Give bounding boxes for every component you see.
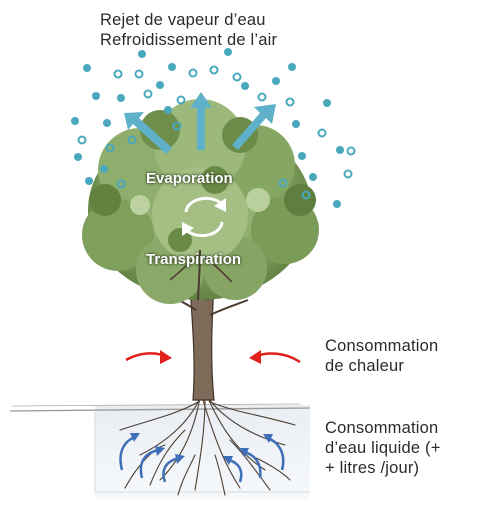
vapor-dots-rings: [77, 65, 356, 200]
cycle-arrows-icon: [182, 196, 226, 238]
water-arrowheads: [130, 433, 273, 465]
soil: [9, 403, 311, 500]
heat-label-line1: Consommation: [325, 337, 439, 355]
transpiration-label: Transpiration: [146, 251, 242, 268]
water-consumption-label: Consommation d’eau liquide (+ + litres /…: [325, 418, 441, 478]
vapor-caption-line2: Refroidissement de l’air: [100, 31, 278, 49]
water-label-line1: Consommation: [325, 419, 439, 437]
vapor-caption: Rejet de vapeur d’eau Refroidissement de…: [100, 10, 277, 50]
vapor-caption-line1: Rejet de vapeur d’eau: [100, 11, 266, 29]
water-label-line2: d’eau liquide (+: [325, 439, 441, 457]
water-label-line3: + litres /jour): [325, 459, 420, 477]
heat-label-line2: de chaleur: [325, 357, 405, 375]
vapor-arrows: [124, 92, 276, 154]
evaporation-label: Evaporation: [146, 170, 233, 187]
heat-arrows: [125, 350, 301, 364]
vapor-dots-filled: [71, 48, 344, 208]
heat-consumption-label: Consommation de chaleur: [325, 336, 438, 376]
